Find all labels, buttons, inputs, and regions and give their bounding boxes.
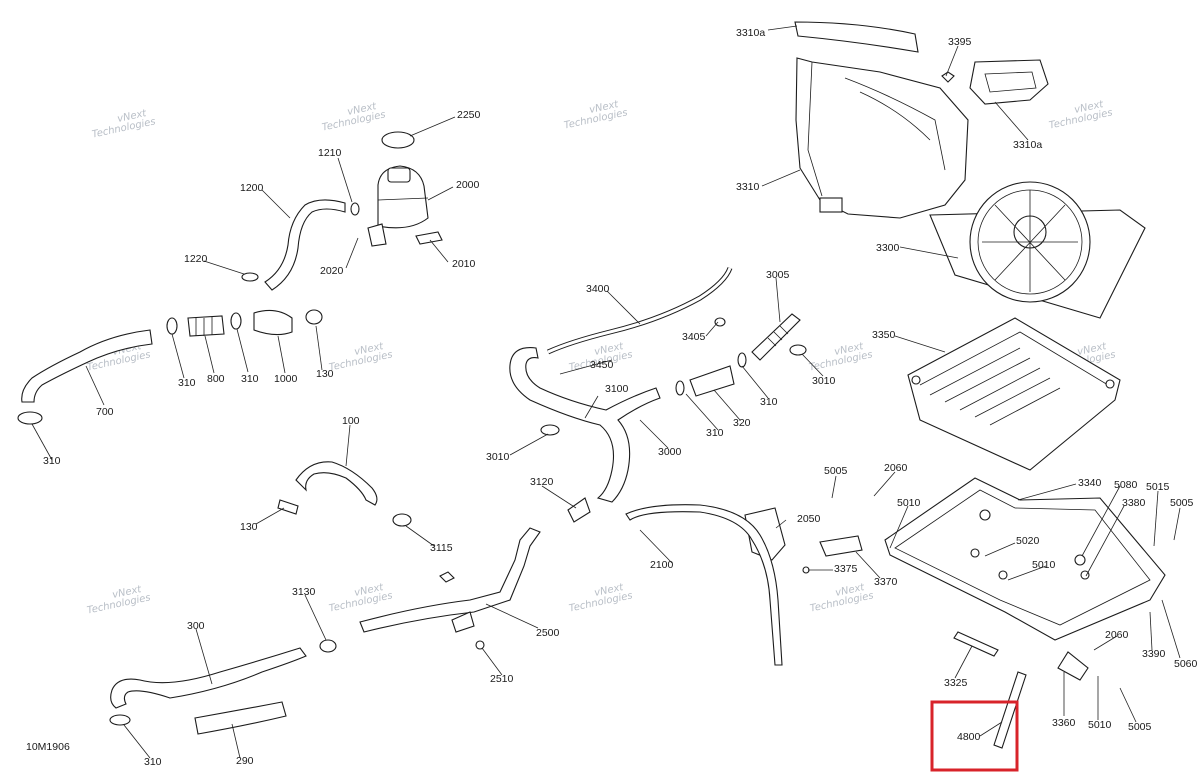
hose-2100-part [625,504,783,666]
part-label: 800 [207,373,225,385]
part-label: 3350 [872,329,896,341]
part-label: 100 [342,415,360,427]
hose-300-part [110,647,307,709]
part-label: 5010 [1088,719,1112,731]
part-label: 3340 [1078,477,1102,489]
part-label: 5080 [1114,479,1138,491]
part-labels: 3310a 3395 3310a 2250 1210 2000 1200 202… [43,27,1198,768]
part-label: 5015 [1146,481,1170,493]
part-label: 3450 [590,359,614,371]
part-label: 3115 [430,542,453,554]
highlight-box [930,700,1019,772]
part-label: 3005 [766,269,790,281]
part-label: 310 [760,396,778,408]
part-label: 5010 [1032,559,1056,571]
part-label: 2060 [1105,629,1129,641]
pipe-3400-part [547,267,732,354]
part-label: 310 [706,427,724,439]
part-label: 3130 [292,586,316,598]
part-label: 310 [178,377,196,389]
hose-100-part [295,461,378,506]
part-label: 2020 [320,265,344,277]
pipe-2500-part [359,527,541,633]
leader-lines [31,25,1181,759]
part-label: 1220 [184,253,208,265]
part-label: 3300 [876,242,900,254]
part-label: 5020 [1016,535,1040,547]
part-label: 130 [316,368,334,380]
part-label: 3000 [658,446,682,458]
part-label: 3370 [874,576,898,588]
part-label: 5005 [1170,497,1194,509]
part-label: 3390 [1142,648,1166,660]
part-label: 1210 [318,147,342,159]
fan-part [929,181,1146,319]
part-label: 310 [43,455,61,467]
part-label: 700 [96,406,114,418]
part-label: 3120 [530,476,554,488]
part-label: 2250 [457,109,481,121]
part-label: 5005 [1128,721,1152,733]
part-label: 3310a [736,27,765,39]
diagram-code: 10M1906 [26,741,70,753]
part-label: 130 [240,521,258,533]
part-label-highlighted: 4800 [957,731,981,743]
part-label: 290 [236,755,254,767]
part-label: 3010 [486,451,510,463]
support-bar-part [993,671,1027,749]
radiator-part [907,317,1121,471]
hose-1200-part [264,199,346,291]
coolant-reservoir-part [367,165,429,247]
part-label: 3395 [948,36,972,48]
part-label: 320 [733,417,751,429]
part-label: 1000 [274,373,298,385]
part-label: 300 [187,620,205,632]
part-label: 310 [241,373,259,385]
part-label: 2510 [490,673,514,685]
part-label: 2050 [797,513,821,525]
part-label: 3405 [682,331,706,343]
part-label: 3325 [944,677,968,689]
part-label: 3100 [605,383,629,395]
part-label: 3375 [834,563,858,575]
hose-700-part [21,329,153,403]
part-label: 2010 [452,258,476,270]
part-label: 5060 [1174,658,1198,670]
part-label: 2100 [650,559,674,571]
air-duct-part [794,21,919,53]
part-label: 3380 [1122,497,1146,509]
part-drawings [17,21,1166,749]
part-label: 3400 [586,283,610,295]
part-label: 3360 [1052,717,1076,729]
air-duct-part [969,59,1049,105]
part-label: 310 [144,756,162,768]
part-label: 2500 [536,627,560,639]
part-label: 3310 [736,181,760,193]
mounting-tray-part [884,477,1166,641]
part-label: 1200 [240,182,264,194]
part-label: 2060 [884,462,908,474]
hose-3000-part [509,347,661,503]
part-label: 2000 [456,179,480,191]
air-box-part [795,57,969,219]
part-label: 3310a [1013,139,1042,151]
part-label: 3010 [812,375,836,387]
part-label: 5005 [824,465,848,477]
part-label: 5010 [897,497,921,509]
